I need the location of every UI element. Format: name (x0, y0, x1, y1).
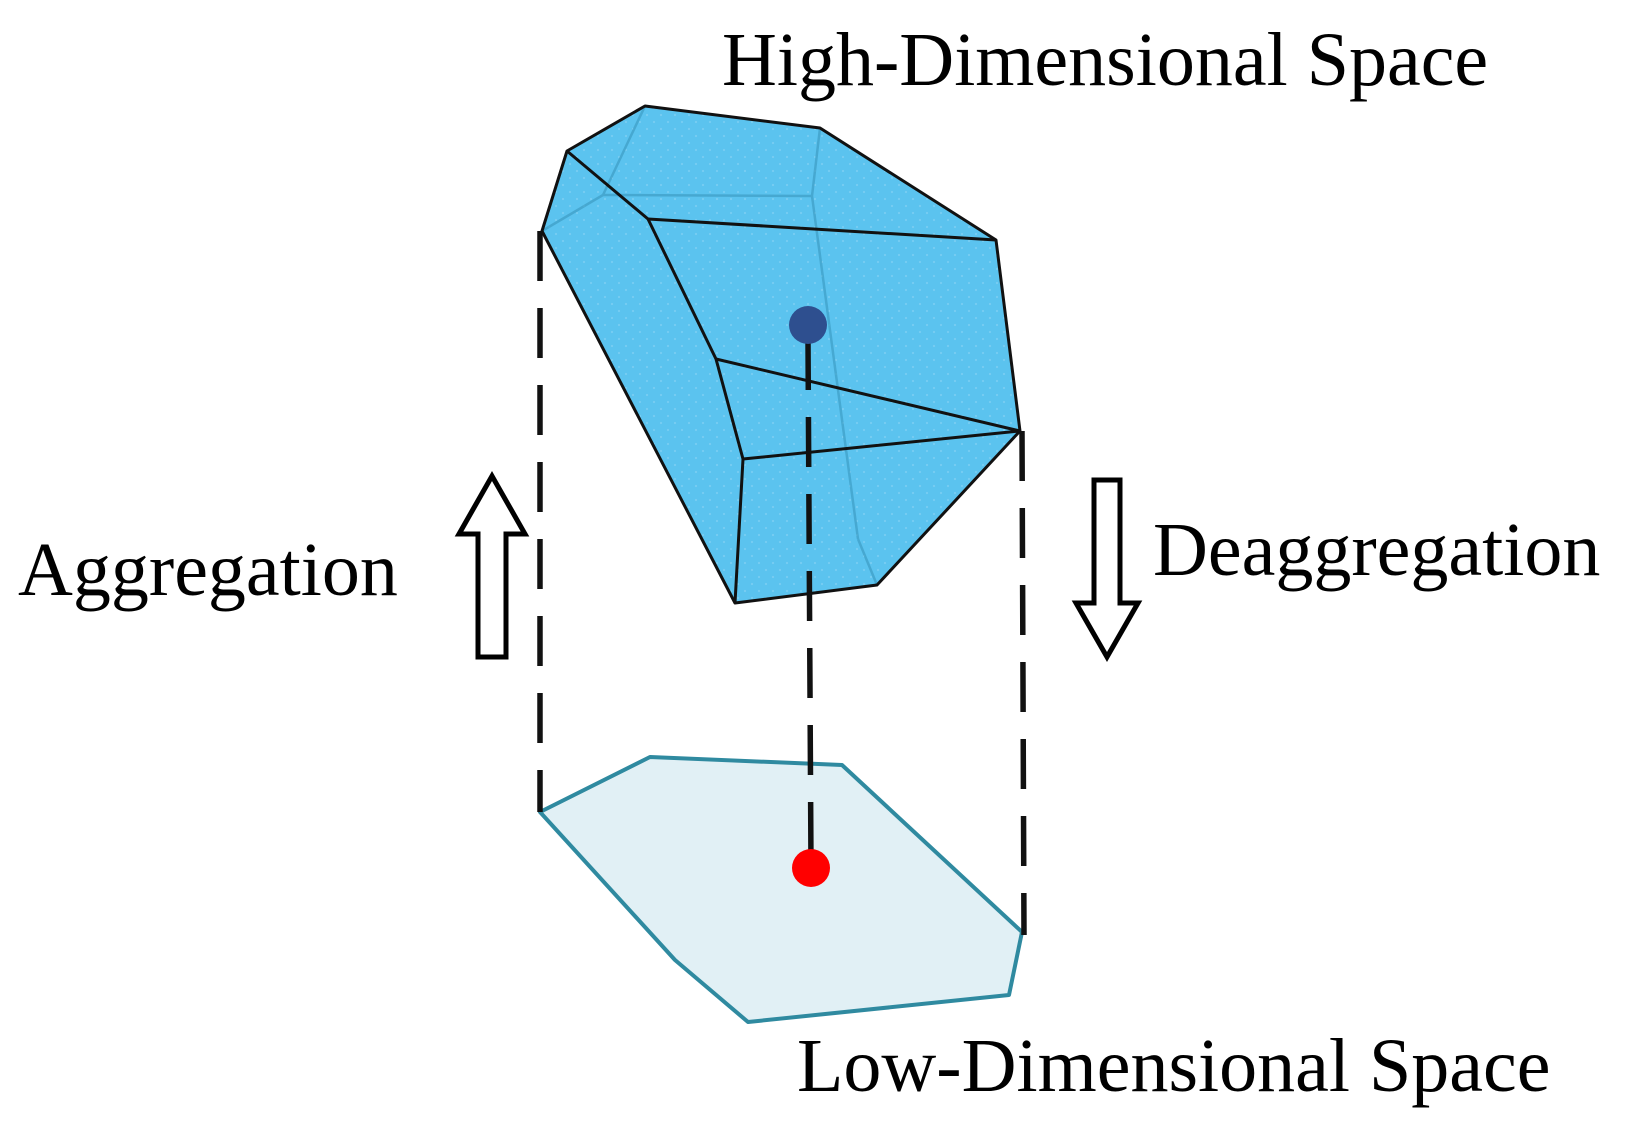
deaggregation-label: Deaggregation (1153, 508, 1601, 592)
high-dimensional-point (789, 306, 827, 344)
low-dimensional-polygon (538, 755, 1024, 1024)
high-dimensional-space-label: High-Dimensional Space (722, 18, 1489, 102)
polytope-visible-edges (540, 104, 1022, 605)
right-projection-line (1019, 430, 1027, 936)
low-dimensional-space-label: Low-Dimensional Space (797, 1024, 1551, 1108)
deaggregation-arrow-down-icon (1071, 477, 1143, 663)
polytope-hidden-edges (541, 105, 879, 586)
low-dimensional-point (792, 849, 830, 887)
center-projection-line (805, 339, 814, 867)
high-dimensional-polytope (540, 104, 1022, 605)
projection-lines (537, 231, 1027, 936)
aggregation-label: Aggregation (18, 528, 398, 612)
aggregation-arrow-up-icon (454, 470, 530, 660)
polytope-texture (542, 106, 1020, 603)
